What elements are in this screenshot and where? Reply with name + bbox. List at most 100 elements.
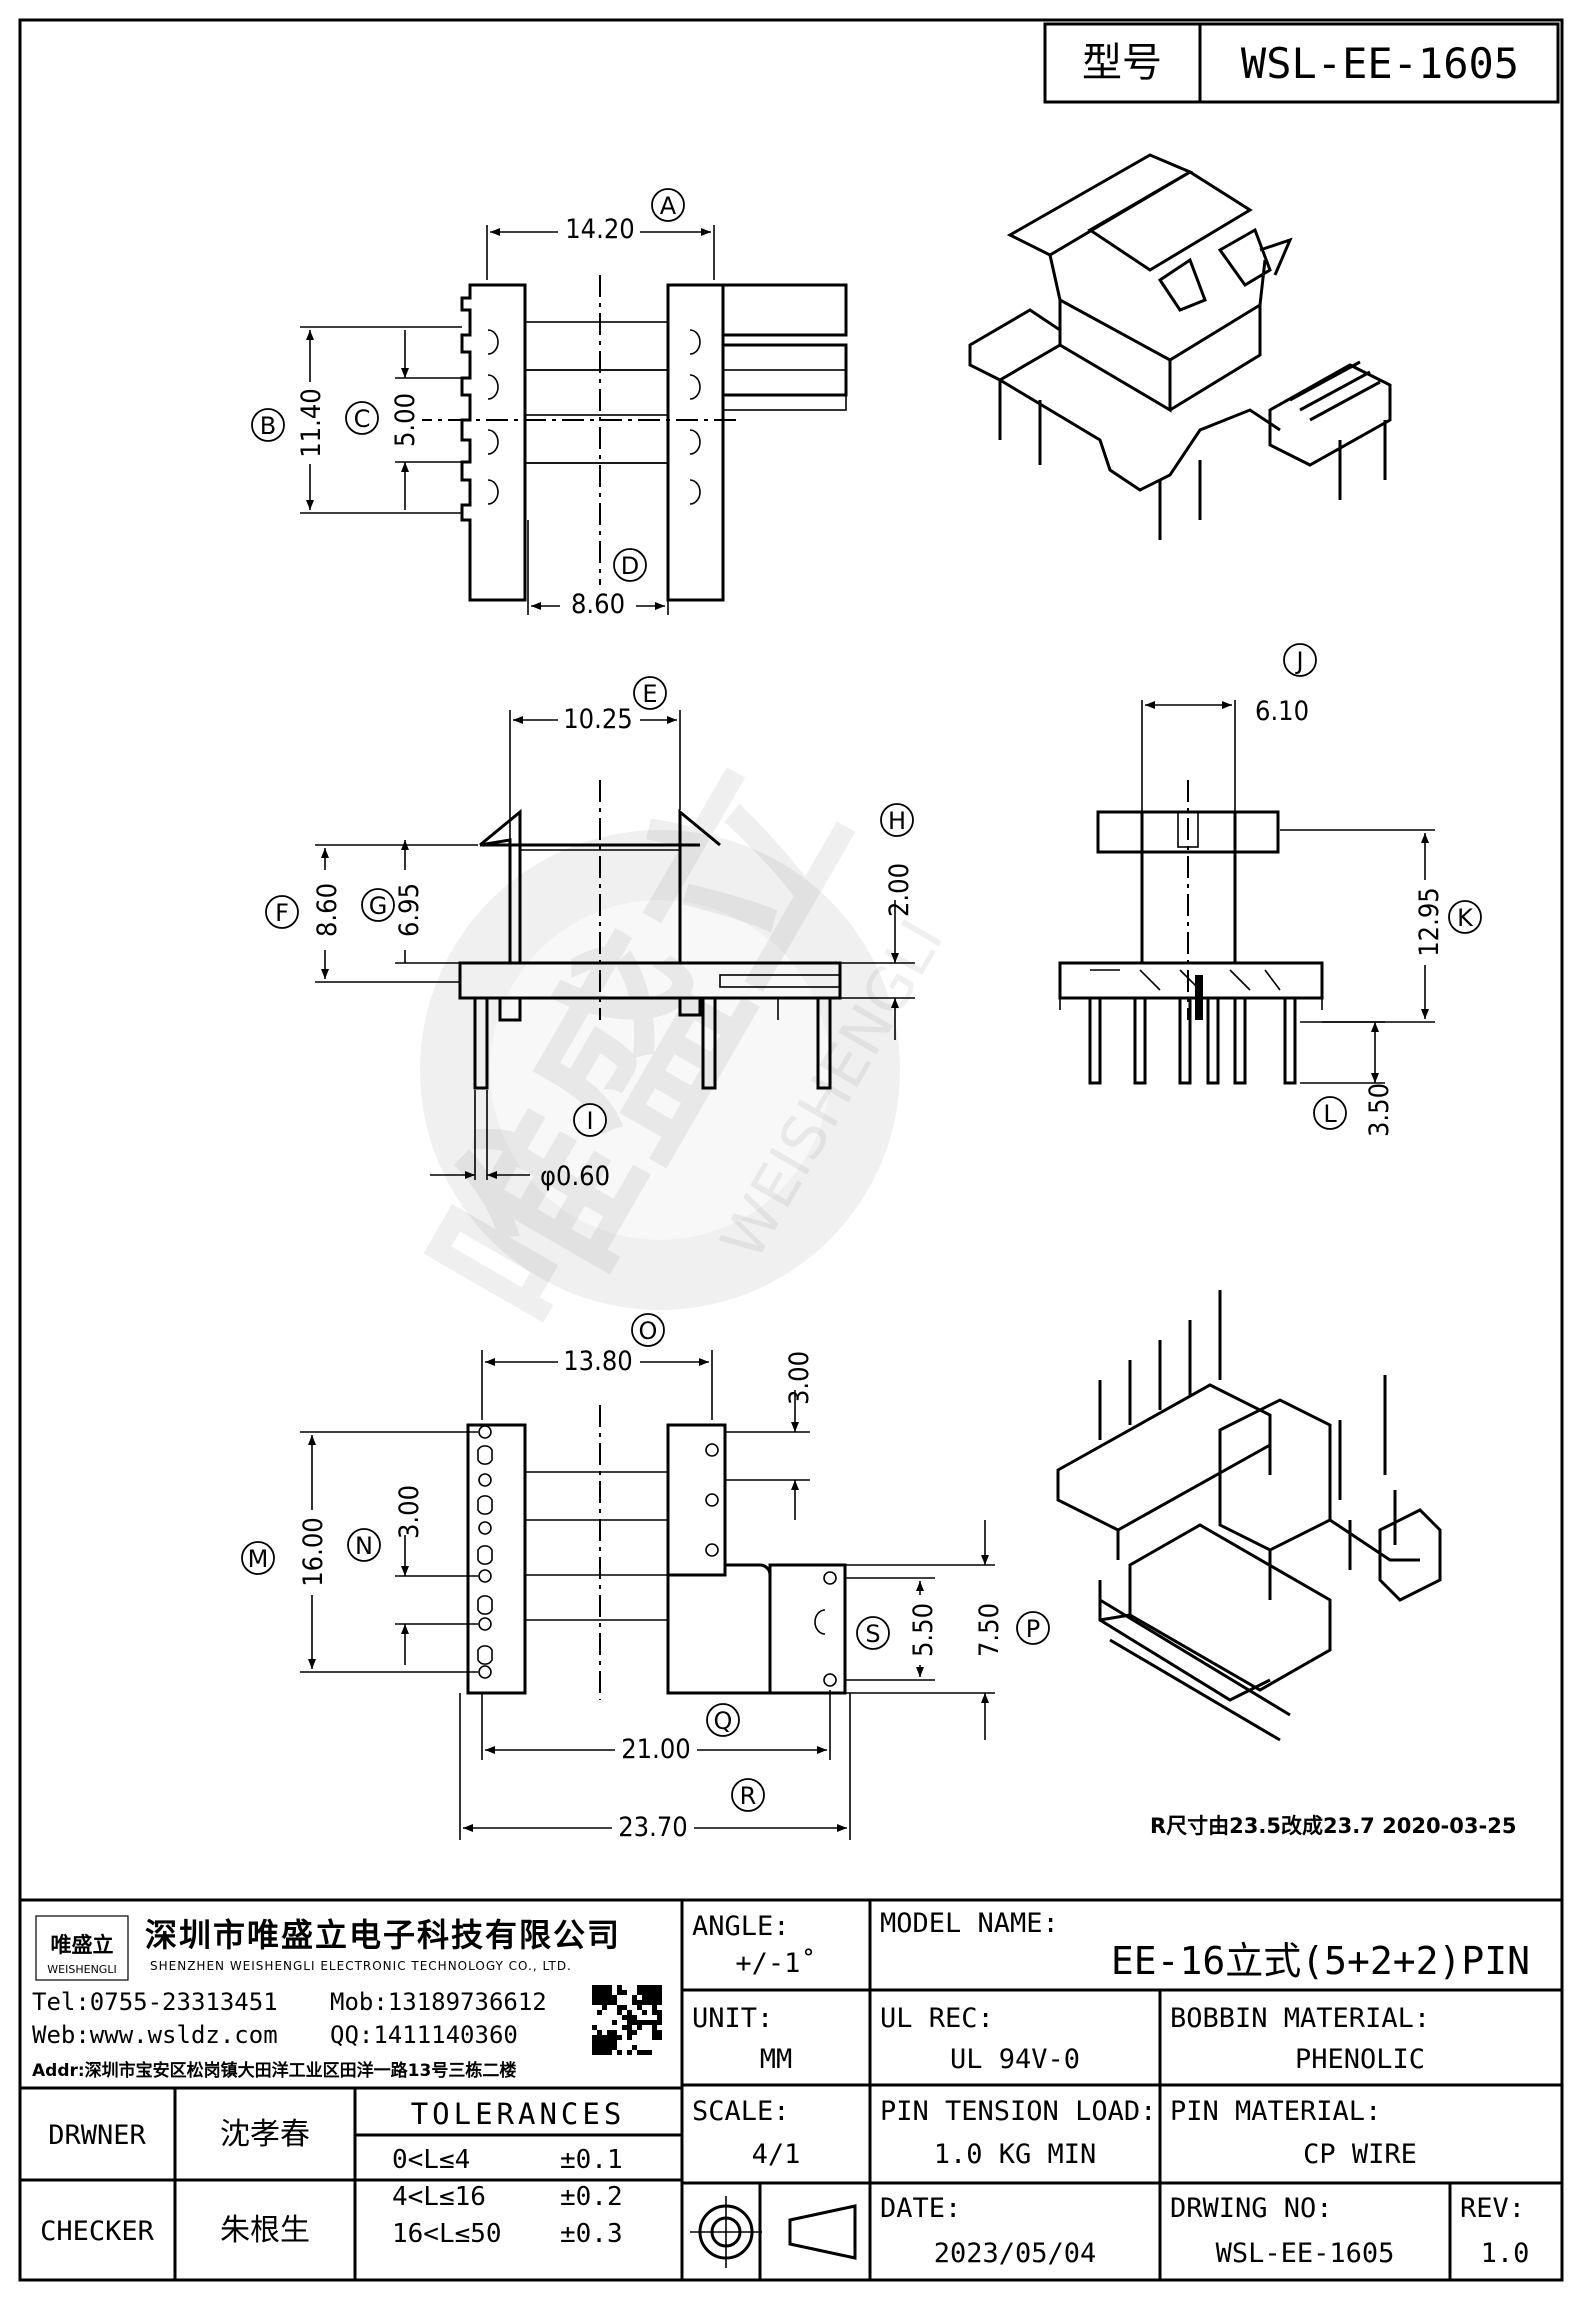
dim-K-value: 12.95 — [1414, 887, 1445, 957]
tolerance-rows: 0<L≤4 ±0.1 4<L≤16 ±0.2 16<L≤50 ±0.3 — [392, 2145, 623, 2249]
dim-letter-J-circle — [1283, 643, 1317, 677]
tolerance-range: 0<L≤4 — [392, 2145, 470, 2175]
pin-material-value: CP WIRE — [1303, 2139, 1417, 2170]
dim-letter-O: O — [639, 1317, 658, 1345]
front-view: 10.25 8.60 6.95 2.00 φ0.60 — [308, 700, 915, 1192]
dim-E-value: 10.25 — [563, 704, 633, 735]
date-label: DATE: — [880, 2193, 961, 2224]
dim-I-value: φ0.60 — [540, 1161, 610, 1192]
dim-letter-K: K — [1457, 904, 1474, 932]
company-tel: Tel:0755-23313451 — [32, 1988, 278, 2016]
ul-rec-value: UL 94V-0 — [950, 2044, 1080, 2075]
pin-material-label: PIN MATERIAL: — [1170, 2096, 1381, 2127]
bobbin-material-label: BOBBIN MATERIAL: — [1170, 2003, 1430, 2034]
dim-letter-Q-circle — [706, 1703, 740, 1737]
dim-B-value: 11.40 — [296, 388, 327, 458]
rev-value: 1.0 — [1481, 2238, 1530, 2269]
bobbin-material-value: PHENOLIC — [1295, 2044, 1425, 2075]
dim-letter-M-circle — [241, 1541, 275, 1575]
iso-view-top — [968, 153, 1392, 540]
dim-letter-I-circle — [573, 1103, 607, 1137]
dim-N-value: 3.00 — [394, 1485, 425, 1539]
dim-letter-A-circle — [651, 188, 685, 222]
sheet-border — [18, 18, 1564, 2282]
company-web: Web:www.wsldz.com — [32, 2021, 278, 2049]
dim-letter-A: A — [660, 192, 677, 220]
tolerance-value: ±0.1 — [560, 2145, 623, 2175]
top-view: 14.20 11.40 5.00 8.60 — [292, 210, 848, 620]
logo-sub: WEISHENGLI — [47, 1963, 116, 1976]
dim-letter-C-circle — [345, 401, 379, 435]
dim-letter-P: P — [1026, 1615, 1040, 1643]
dim-letter-M: M — [248, 1545, 269, 1573]
dim-letter-J: J — [1294, 647, 1303, 675]
drawer-value: 沈孝春 — [220, 2117, 310, 2152]
tolerances-label: TOLERANCES — [411, 2097, 626, 2131]
dim-letter-G-circle — [361, 888, 395, 922]
tolerance-range: 4<L≤16 — [392, 2182, 486, 2212]
dim-D-value: 8.60 — [571, 589, 625, 620]
drawing-no-label: DRWING NO: — [1170, 2193, 1333, 2224]
dim-letter-S-circle — [856, 1616, 890, 1650]
tolerance-value: ±0.3 — [560, 2219, 623, 2249]
checker-value: 朱根生 — [220, 2213, 310, 2248]
dim-letter-H: H — [888, 807, 906, 835]
dim-letter-C: C — [354, 405, 371, 433]
model-code: WSL-EE-1605 — [1241, 39, 1519, 88]
tolerance-value: ±0.2 — [560, 2182, 623, 2212]
angle-value: +/-1˚ — [735, 1948, 816, 1979]
unit-value: MM — [760, 2044, 793, 2075]
date-value: 2023/05/04 — [934, 2238, 1097, 2269]
dim-letter-N-circle — [347, 1528, 381, 1562]
unit-label: UNIT: — [692, 2003, 773, 2034]
dim-letter-B: B — [260, 412, 276, 440]
drawer-label: DRWNER — [48, 2120, 146, 2151]
company-name-cn: 深圳市唯盛立电子科技有限公司 — [145, 1916, 621, 1954]
dim-F-value: 8.60 — [312, 883, 343, 937]
dim-letter-O-circle — [631, 1313, 665, 1347]
header-box: 型号 WSL-EE-1605 — [1043, 22, 1560, 104]
bottom-view: 13.80 3.00 16.00 3.00 5.50 7.50 — [295, 1342, 1005, 1843]
dim-letter-F-circle — [265, 895, 299, 929]
dim-letter-F: F — [275, 899, 289, 927]
dim-letter-S: S — [865, 1620, 880, 1648]
dim-letter-D: D — [621, 552, 639, 580]
drawing-no-value: WSL-EE-1605 — [1216, 2238, 1395, 2269]
type-label: 型号 — [1082, 40, 1162, 86]
dim-letter-H-circle — [880, 803, 914, 837]
title-block: 唯盛立 WEISHENGLI 深圳市唯盛立电子科技有限公司 SHENZHEN W… — [20, 1898, 1562, 2280]
dim-M-value: 16.00 — [298, 1517, 329, 1587]
dim-Q-value: 21.00 — [621, 1734, 691, 1765]
dim-letter-G: G — [369, 892, 388, 920]
company-qq: QQ:1411140360 — [330, 2021, 518, 2049]
tolerance-range: 16<L≤50 — [392, 2219, 502, 2249]
company-name-en: SHENZHEN WEISHENGLI ELECTRONIC TECHNOLOG… — [150, 1959, 572, 1973]
dim-letter-L: L — [1323, 1100, 1337, 1128]
dim-G-value: 6.95 — [394, 883, 425, 937]
dim-L-value: 3.50 — [1364, 1083, 1395, 1137]
dim-letter-R-circle — [731, 1778, 765, 1812]
logo-text: 唯盛立 — [51, 1933, 114, 1957]
ul-rec-label: UL REC: — [880, 2003, 994, 2034]
dim-J-value: 6.10 — [1255, 696, 1309, 727]
iso-view-bottom — [1056, 1290, 1442, 1742]
dim-S-value: 5.50 — [908, 1603, 939, 1657]
dim-letter-I: I — [586, 1107, 593, 1135]
revision-note: R尺寸由23.5改成23.7 2020-03-25 — [1150, 1814, 1516, 1838]
dim-letter-E-circle — [633, 676, 667, 710]
dim-letter-B-circle — [251, 408, 285, 442]
dim-letter-R: R — [740, 1782, 757, 1810]
dim-O-value: 13.80 — [563, 1346, 633, 1377]
model-name-value: EE-16立式(5+2+2)PIN — [1111, 1939, 1530, 1983]
dim-C-value: 5.00 — [390, 393, 421, 447]
pin-tension-label: PIN TENSION LOAD: — [880, 2096, 1156, 2127]
dim-letter-E: E — [642, 680, 657, 708]
dim-H-value: 2.00 — [884, 863, 915, 917]
company-addr: Addr:深圳市宝安区松岗镇大田洋工业区田洋一路13号三栋二楼 — [32, 2060, 516, 2081]
dim-letter-P-circle — [1016, 1611, 1050, 1645]
qr-code — [592, 1985, 662, 2055]
side-view: 6.10 12.95 3.50 — [1058, 696, 1445, 1137]
dim-letter-Q: Q — [714, 1707, 733, 1735]
